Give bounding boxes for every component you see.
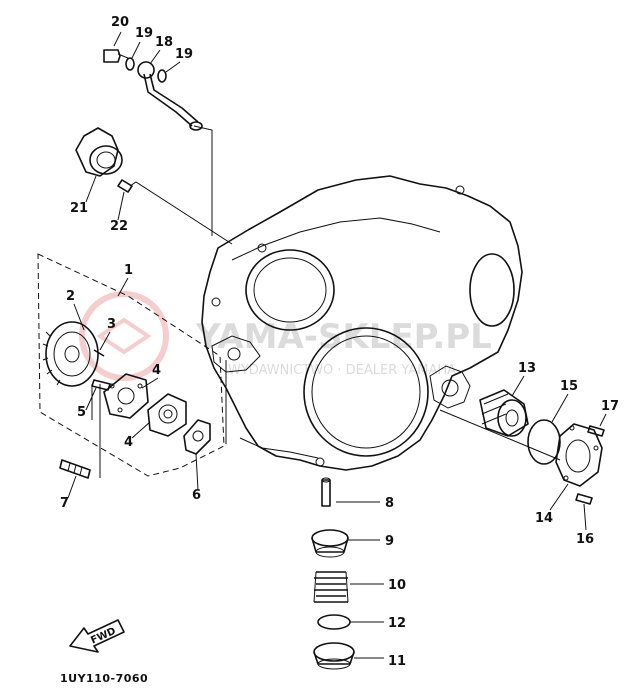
group-boundary [37, 253, 225, 477]
watermark-text: YAMA-SKLEP.PL [195, 317, 492, 357]
callout-2: 2 [66, 289, 75, 304]
watermark-subtext: WYDAWNICTWO · DEALER YAMAHA [228, 363, 456, 378]
oil-filter-group [479, 389, 605, 505]
shaft-assembly [75, 127, 133, 193]
drawing-code: 1UY110-7060 [60, 672, 148, 685]
cover-bore-main [303, 327, 429, 457]
washer-19a [125, 57, 135, 71]
oil-delivery-pipe [103, 49, 203, 131]
callout-8: 8 [385, 496, 394, 511]
pipe-8 [321, 479, 331, 507]
o-ring-12 [317, 614, 351, 630]
callout-7: 7 [60, 496, 69, 511]
pump-pin-3 [93, 349, 105, 357]
oil-pump-group [37, 253, 225, 477]
union-bolt-20 [103, 49, 121, 63]
fwd-label: FWD [89, 626, 117, 647]
fwd-arrow: FWD [69, 619, 125, 653]
cover-bore-right [469, 253, 515, 327]
washer-19b [157, 69, 167, 83]
oil-filter-13 [479, 389, 529, 437]
callout-labels: 20 19 18 19 21 22 1 2 3 4 5 4 6 7 8 9 10… [60, 15, 619, 669]
callout-19: 19 [135, 26, 153, 41]
callout-19: 19 [175, 47, 193, 62]
callout-13: 13 [518, 361, 536, 376]
pump-screw-5 [91, 379, 111, 391]
callout-11: 11 [388, 654, 406, 669]
shaft-21 [89, 145, 123, 175]
cover-bore-left [245, 249, 335, 331]
callout-3: 3 [107, 317, 116, 332]
o-ring-15 [527, 419, 561, 465]
pump-gasket [183, 419, 211, 455]
callout-16: 16 [576, 532, 594, 547]
callout-6: 6 [192, 488, 201, 503]
callout-1: 1 [124, 263, 133, 278]
strainer-stack [311, 477, 355, 670]
pump-drive-gear [42, 321, 99, 387]
callout-14: 14 [535, 511, 553, 526]
callout-12: 12 [388, 616, 406, 631]
callout-4: 4 [152, 363, 161, 378]
fwd-arrow-icon [69, 619, 125, 653]
callout-18: 18 [155, 35, 173, 50]
seat-9 [311, 529, 349, 558]
filter-cover-14 [555, 423, 603, 487]
callout-21: 21 [70, 201, 88, 216]
pump-housing [103, 373, 149, 419]
callout-17: 17 [601, 399, 619, 414]
banjo-union [137, 61, 155, 79]
callout-20: 20 [111, 15, 129, 30]
callout-9: 9 [385, 534, 394, 549]
watermark-logo-mark [96, 317, 152, 355]
watermark: YAMA-SKLEP.PL WYDAWNICTWO · DEALER YAMAH… [79, 291, 492, 381]
callout-5: 5 [77, 405, 86, 420]
callout-22: 22 [110, 219, 128, 234]
callout-15: 15 [560, 379, 578, 394]
leader-lines [67, 31, 607, 659]
pump-rotor [147, 393, 187, 437]
bolt-7 [59, 459, 91, 479]
crankcase-cover [201, 175, 523, 471]
spring-10 [313, 571, 349, 603]
callout-10: 10 [388, 578, 406, 593]
bolt-17 [587, 425, 605, 437]
pin-22 [117, 179, 133, 193]
bolt-16 [575, 493, 593, 505]
callout-4: 4 [124, 435, 133, 450]
cap-11 [313, 642, 355, 670]
